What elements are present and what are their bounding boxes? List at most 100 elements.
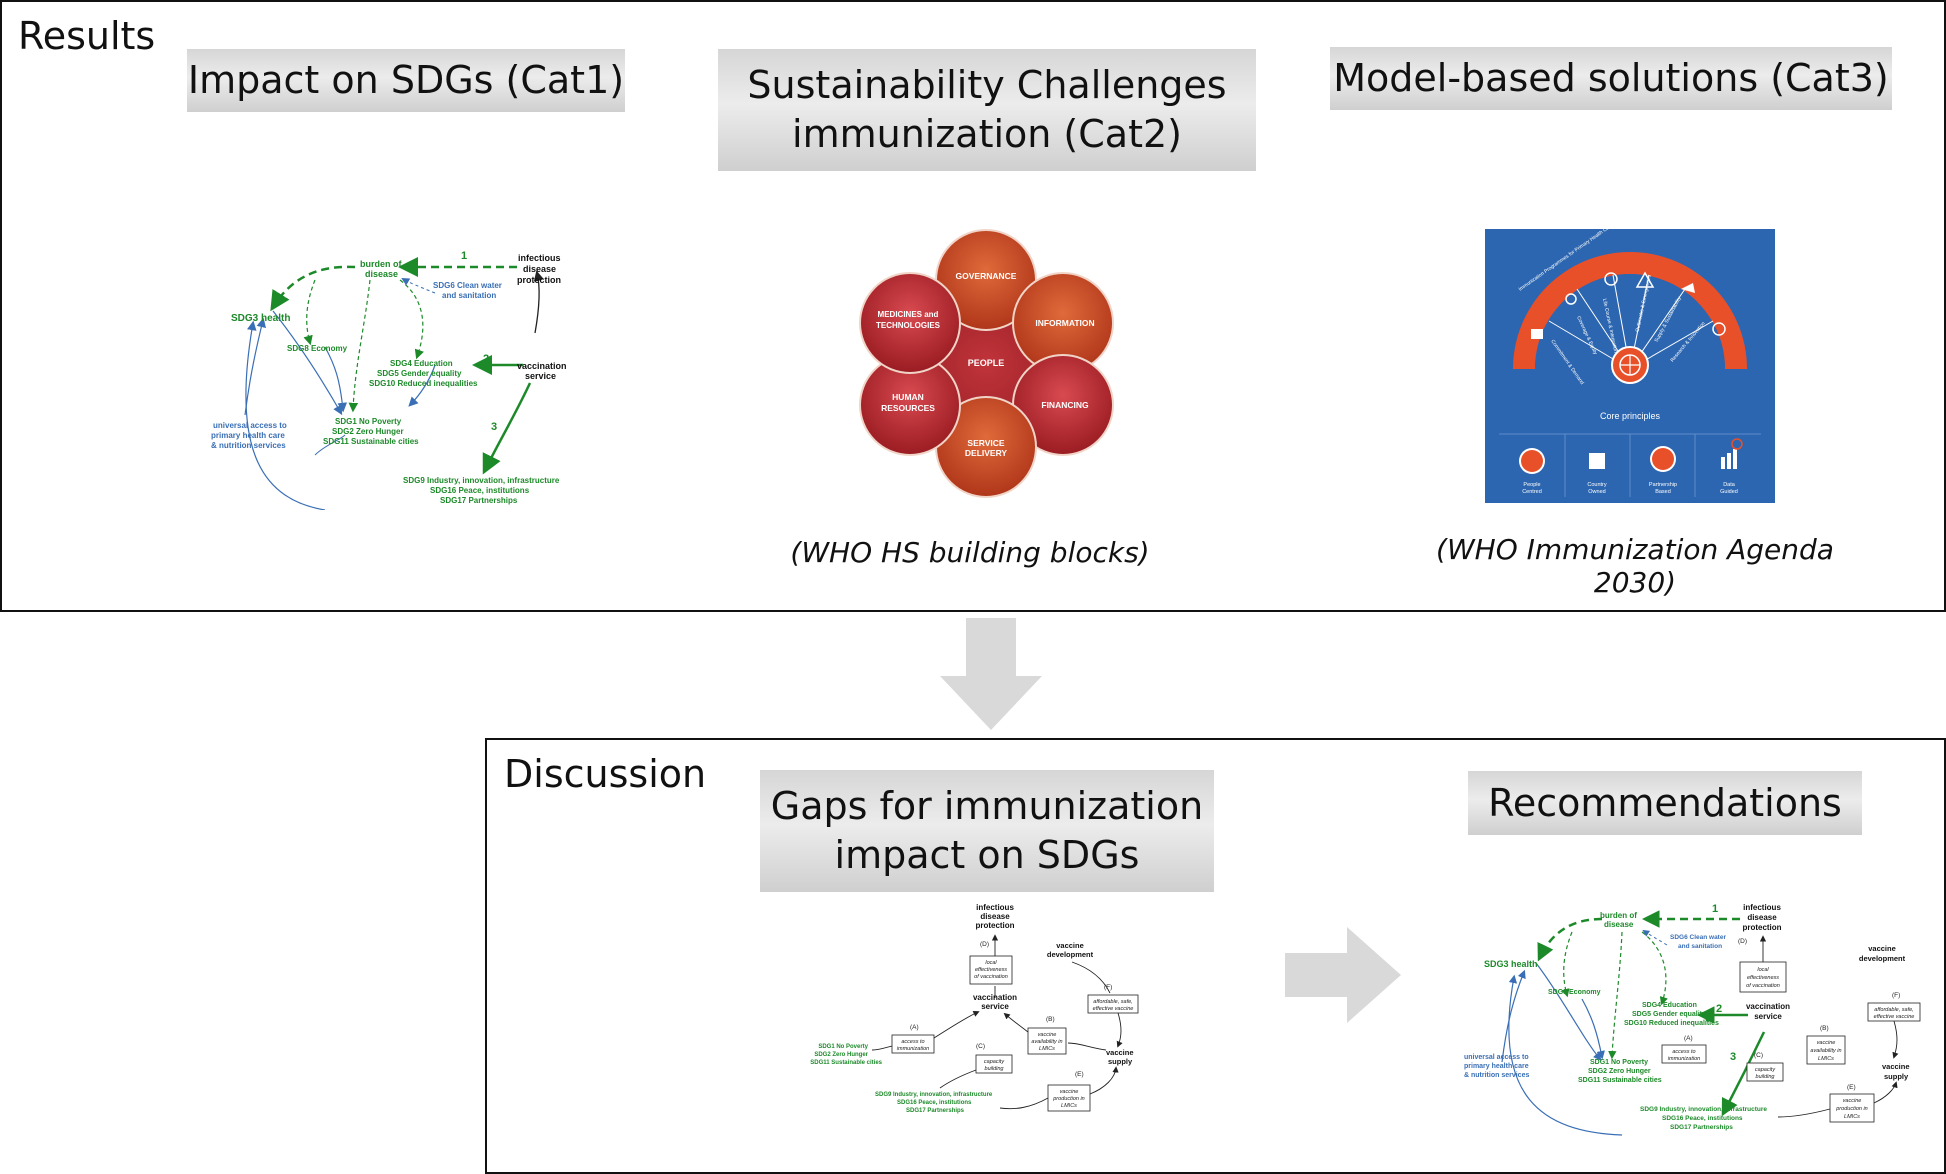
rec-loop-3: 3 [1730,1051,1736,1063]
rec-c: (C) [1754,1052,1763,1059]
recommendations-diagram: burden of disease 1 infectious disease p… [1464,903,1921,1136]
uhc-label-2: primary health care [211,431,285,440]
rec-cap-1: capacity [1755,1067,1776,1073]
rec-avail-3: LMICs [1818,1056,1834,1062]
gaps-diagram: infectious disease protection (D) local … [810,903,1139,1114]
ia2030-p3a: Partnership [1649,482,1677,488]
sdg6-label-2: and sanitation [442,291,496,300]
rec-avail-1: vaccine [1817,1040,1836,1046]
sdg8-label: SDG8 Economy [287,344,348,353]
infectious-label-1: infectious [518,253,561,263]
rec-vacc-2: service [1754,1012,1782,1021]
uhc-label-1: universal access to [213,421,287,430]
hs-building-blocks: GOVERNANCE INFORMATION FINANCING SERVICE… [859,229,1114,498]
rec-sdg8: SDG8 Economy [1548,989,1601,996]
cat2-box: Sustainability Challenges immunization (… [718,49,1256,171]
cat2-label-line2: immunization (Cat2) [792,112,1182,156]
gap-avail-2: availability in [1031,1039,1062,1045]
gap-local-3: of vaccination [974,974,1008,980]
rec-infectious-2: disease [1747,913,1777,922]
sdg2-label: SDG2 Zero Hunger [332,427,404,436]
sdg16-label: SDG16 Peace, institutions [430,486,530,495]
gap-f: (F) [1104,984,1112,991]
uhc-label-3: & nutrition services [211,441,286,450]
cat3-box: Model-based solutions (Cat3) [1330,47,1892,110]
rec-local-1: local [1757,967,1769,973]
gap-infectious-1: infectious [976,903,1014,912]
gap-aff-1: affordable, safe, [1093,999,1132,1005]
gap-aff-2: effective vaccine [1093,1006,1134,1012]
rec-vaccdev-1: vaccine [1868,944,1896,953]
cat2-caption: (WHO HS building blocks) [790,536,1150,569]
rec-access-2: immunization [1668,1056,1700,1062]
sdg10-label: SDG10 Reduced inequalities [369,379,478,388]
gap-avail-3: LMICs [1039,1046,1055,1052]
rec-b: (B) [1820,1025,1829,1032]
gap-vacc-1: vaccination [973,993,1017,1002]
ia2030-p3b: Based [1655,489,1671,495]
gap-e: (E) [1075,1071,1084,1078]
gaps-label-line2: impact on SDGs [834,833,1140,877]
loop-number-2: 2 [483,353,489,365]
gap-b: (B) [1046,1016,1055,1023]
gap-supply-2: supply [1108,1057,1133,1066]
rec-local-2: effectiveness [1747,975,1779,981]
hs-service-2: DELIVERY [965,448,1008,458]
sdg6-label-1: SDG6 Clean water [433,281,502,290]
recommendations-label: Recommendations [1488,780,1842,825]
gap-sdg11: SDG11 Sustainable cities [810,1060,882,1066]
gap-sdg16: SDG16 Peace, institutions [897,1100,972,1106]
sdg3-label: SDG3 health [231,313,290,324]
vaccination-label-1: vaccination [517,361,567,371]
rec-sdg9: SDG9 Industry, innovation, infrastructur… [1640,1106,1767,1113]
cat2-label-line1: Sustainability Challenges [747,63,1227,108]
rec-vaccdev-2: development [1859,954,1906,963]
rec-avail-2: availability in [1810,1048,1841,1054]
sdg11-label: SDG11 Sustainable cities [323,437,419,446]
burden-label-2: disease [365,269,398,279]
gap-access-2: immunization [897,1046,929,1052]
hs-service-1: SERVICE [967,438,1004,448]
hs-human-2: RESOURCES [881,403,935,413]
rec-sdg6-1: SDG6 Clean water [1670,934,1726,941]
loop-number-1: 1 [461,250,467,262]
gap-cap-1: capacity [984,1059,1005,1065]
gap-vaccdev-1: vaccine [1056,941,1084,950]
vaccination-label-2: service [525,371,556,381]
ia2030-p4b: Guided [1720,489,1738,495]
gap-infectious-2: disease [980,912,1010,921]
hs-information: INFORMATION [1035,318,1094,328]
rec-burden-1: burden of [1600,911,1637,920]
rec-sdg16: SDG16 Peace, institutions [1662,1115,1743,1122]
hs-people: PEOPLE [968,358,1005,368]
rec-cap-2: building [1756,1074,1776,1080]
rec-sdg4: SDG4 Education [1642,1002,1697,1009]
gap-sdg17: SDG17 Partnerships [906,1108,965,1114]
hs-governance: GOVERNANCE [956,271,1017,281]
rec-a: (A) [1684,1035,1693,1042]
gap-local-1: local [985,960,997,966]
sdg5-label: SDG5 Gender equality [377,369,462,378]
rec-vacc-1: vaccination [1746,1002,1790,1011]
rec-sdg10: SDG10 Reduced inequalities [1624,1020,1719,1027]
rec-uhc-1: universal access to [1464,1054,1529,1061]
rec-loop-1: 1 [1712,903,1718,915]
gap-a: (A) [910,1024,919,1031]
rec-aff-2: effective vaccine [1874,1014,1915,1020]
sdg4-label: SDG4 Education [390,359,453,368]
hs-human-1: HUMAN [892,392,924,402]
gap-sdg2: SDG2 Zero Hunger [814,1052,868,1058]
rec-infectious-1: infectious [1743,903,1781,912]
gap-sdg9: SDG9 Industry, innovation, infrastructur… [875,1092,993,1098]
rec-prod-2: production in [1835,1106,1868,1112]
rec-d: (D) [1738,938,1747,945]
rec-supply-2: supply [1884,1072,1909,1081]
burden-label: burden of [360,259,402,269]
cat1-box: Impact on SDGs (Cat1) [187,49,625,112]
rec-burden-2: disease [1604,920,1634,929]
rec-sdg17: SDG17 Partnerships [1670,1124,1733,1131]
sdg9-label: SDG9 Industry, innovation, infrastructur… [403,476,560,485]
ia2030-p2a: Country [1587,482,1607,488]
rec-f: (F) [1892,992,1900,999]
hs-medicines-1: MEDICINES and [878,310,939,319]
